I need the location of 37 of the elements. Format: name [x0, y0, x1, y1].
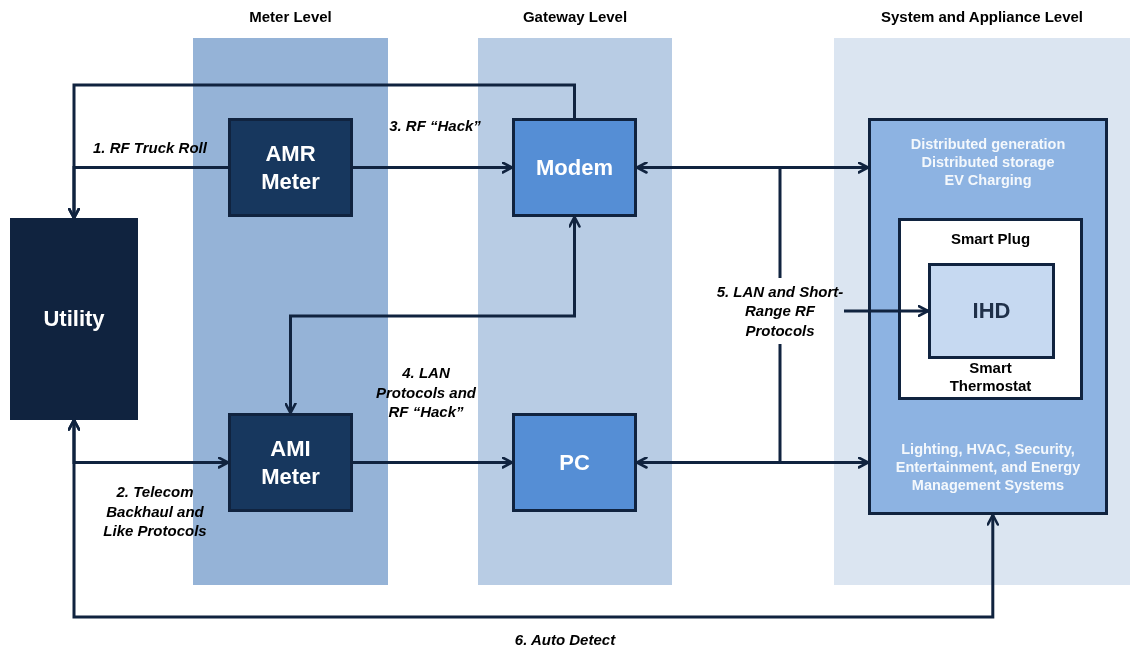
- band-heading: Gateway Level: [521, 8, 629, 25]
- node-label: Distributed generation: [910, 135, 1066, 154]
- band-heading: Meter Level: [248, 8, 333, 25]
- node-label: Utility: [43, 305, 105, 333]
- system-box: [868, 118, 1108, 515]
- gateway-box: [512, 413, 637, 512]
- edge-label: 3. RF “Hack”: [388, 116, 482, 136]
- connector-arrow: [67, 418, 1000, 619]
- edge-label: 6. Auto Detect: [513, 630, 617, 648]
- connector-arrow: [844, 304, 930, 318]
- meter-box: [228, 413, 353, 512]
- smart-plug-box: [898, 218, 1083, 400]
- protocol-label: 5. LAN and Short-Range RF Protocols: [716, 278, 844, 344]
- node-label: EV Charging: [944, 171, 1032, 190]
- node-label: AMR Meter: [260, 140, 321, 195]
- node-label: Modem: [536, 153, 613, 182]
- connector-arrow: [353, 456, 514, 469]
- node-label: PC: [559, 448, 590, 477]
- utility-box: [10, 218, 138, 420]
- connector-arrow: [67, 166, 228, 220]
- edge-label: 4. LAN Protocols and RF “Hack”: [375, 363, 477, 422]
- node-label: Smart Plug: [950, 230, 1031, 249]
- node-label: Lighting, HVAC, Security, Entertainment, and Energy Management Systems: [894, 439, 1082, 494]
- connector-arrow: [284, 215, 581, 415]
- band-heading: System and Appliance Level: [880, 8, 1084, 25]
- node-label: IHD: [972, 297, 1011, 325]
- edge-label: 2. Telecom Backhaul and Like Protocols: [102, 482, 208, 541]
- connector-arrow: [635, 456, 870, 469]
- connector-arrow: [635, 161, 870, 174]
- node-label: Smart Thermostat: [948, 358, 1033, 396]
- gateway-box: [512, 118, 637, 217]
- meter-box: [228, 118, 353, 217]
- connector-arrow: [353, 161, 514, 174]
- node-label: AMI Meter: [260, 435, 321, 490]
- node-label: Distributed storage: [921, 153, 1055, 172]
- edge-label: 1. RF Truck Roll: [92, 138, 208, 158]
- ihd-box: [928, 263, 1055, 359]
